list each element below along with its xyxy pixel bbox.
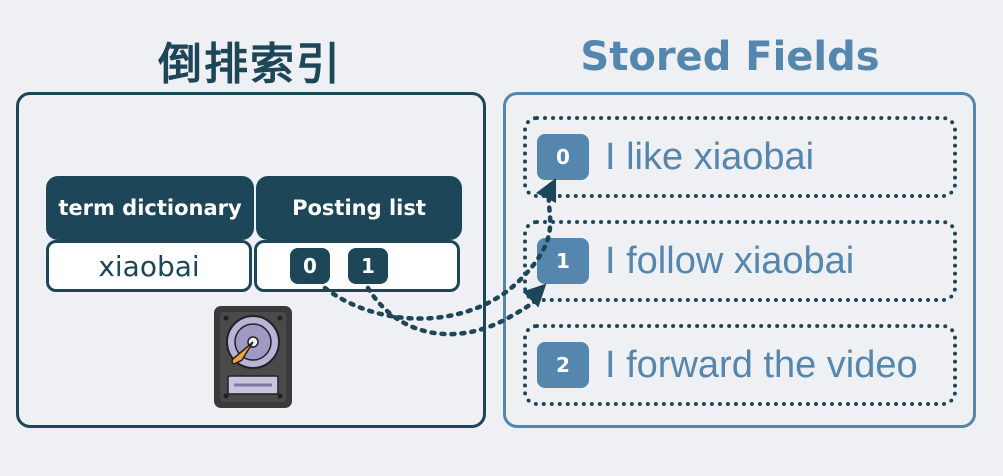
stored-fields-title: Stored Fields <box>580 34 880 80</box>
stored-doc-id: 2 <box>537 342 589 388</box>
arrow-doc-0-to-stored-0 <box>322 177 557 321</box>
stored-doc-0: 0 I like xiaobai <box>523 116 957 198</box>
stored-fields-panel <box>503 92 976 428</box>
stored-doc-text: I forward the video <box>605 343 918 386</box>
term-cell: xiaobai <box>46 240 252 292</box>
hard-disk-icon <box>212 304 294 414</box>
posting-doc-id-0: 0 <box>290 248 330 284</box>
inverted-index-title: 倒排索引 <box>158 39 342 90</box>
stored-doc-text: I like xiaobai <box>605 135 815 178</box>
stored-doc-1: 1 I follow xiaobai <box>523 220 957 302</box>
term-dictionary-header: term dictionary <box>46 176 254 240</box>
posting-doc-id-1: 1 <box>348 248 388 284</box>
stored-doc-id: 0 <box>537 134 589 180</box>
inverted-index-panel <box>16 92 486 428</box>
posting-list-header: Posting list <box>256 176 462 240</box>
arrow-doc-1-to-stored-1 <box>365 283 547 337</box>
stored-doc-2: 2 I forward the video <box>523 324 957 406</box>
stored-doc-text: I follow xiaobai <box>605 239 855 282</box>
